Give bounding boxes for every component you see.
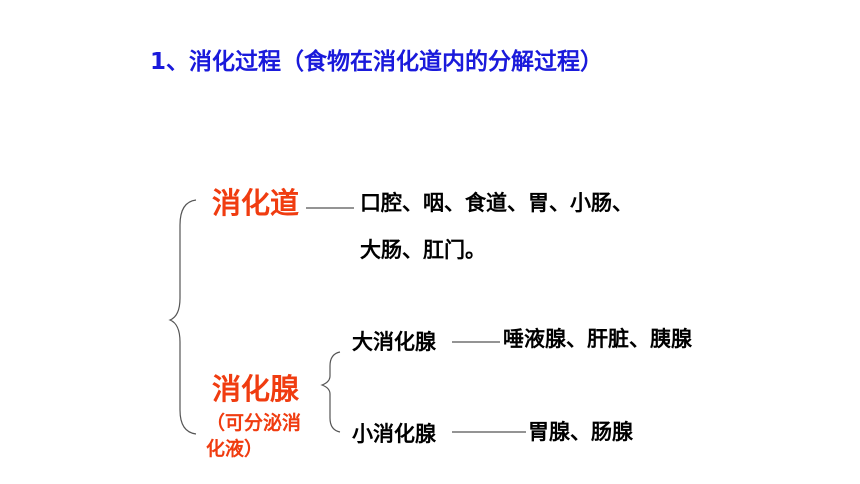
gland-note-line2: 化液） bbox=[206, 438, 264, 460]
gland-note-line1: （可分泌消 bbox=[206, 412, 302, 434]
page-title: 1、消化过程（食物在消化道内的分解过程） bbox=[150, 49, 604, 75]
gland-brace bbox=[320, 351, 341, 433]
tract-organs-line1: 口腔、咽、食道、胃、小肠、 bbox=[360, 191, 633, 215]
gland-label: 消化腺 bbox=[212, 372, 300, 406]
large-gland-items: 唾液腺、肝脏、胰腺 bbox=[503, 327, 692, 351]
large-gland-label: 大消化腺 bbox=[352, 330, 436, 354]
small-gland-label: 小消化腺 bbox=[352, 422, 436, 446]
small-gland-items: 胃腺、肠腺 bbox=[528, 420, 633, 444]
tract-label: 消化道 bbox=[212, 186, 300, 220]
tract-organs-line2: 大肠、肛门。 bbox=[360, 238, 486, 262]
main-brace bbox=[168, 199, 197, 435]
